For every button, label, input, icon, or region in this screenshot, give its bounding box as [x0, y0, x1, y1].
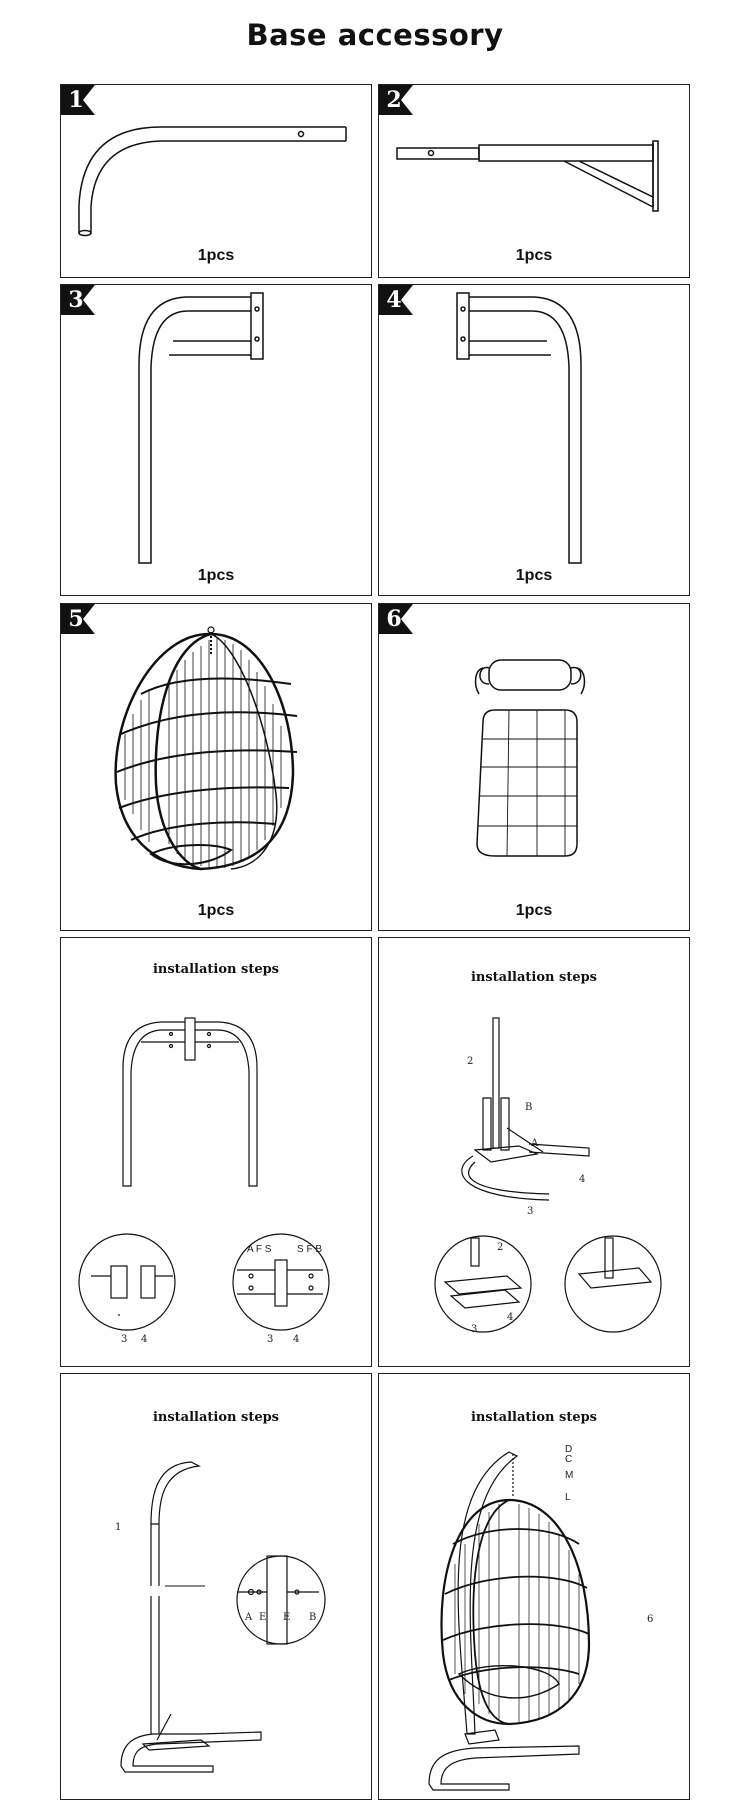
fastener-label: S F B: [297, 1244, 323, 1255]
part-label: 2: [467, 1056, 474, 1067]
part-label: M: [565, 1470, 574, 1481]
part-label: 3: [267, 1334, 274, 1345]
part-number-badge: 6: [379, 604, 413, 634]
installation-step-4: installation steps D C M L: [378, 1373, 690, 1800]
installation-step-1: installation steps 3 4 A F S S F B 3 4: [60, 937, 372, 1367]
step-title: installation steps: [470, 970, 598, 985]
complete-chair-drawing: [428, 1451, 591, 1791]
egg-chair-drawing: [114, 626, 298, 871]
stand-base-drawing: [434, 1017, 662, 1333]
part-number-badge: 4: [379, 285, 413, 315]
part-label: A: [245, 1612, 253, 1623]
part-label: D: [565, 1444, 573, 1455]
accessory-panel-2: 2 1pcs: [378, 84, 690, 278]
part-label: 4: [141, 1334, 148, 1345]
accessory-panel-1: 1 1pcs: [60, 84, 372, 278]
frame-assembly-drawing: [78, 1017, 330, 1331]
fastener-label: A F S: [247, 1244, 272, 1255]
accessory-panel-6: 6 1pcs: [378, 603, 690, 931]
pole-assembly-drawing: [120, 1461, 326, 1773]
part-label: 4: [293, 1334, 300, 1345]
part-label: B: [309, 1612, 317, 1623]
accessory-panel-5: 5 1pcs: [60, 603, 372, 931]
bracket-arm-drawing: [396, 140, 659, 212]
quantity-label: 1pcs: [197, 247, 235, 264]
part-label: L: [565, 1492, 571, 1503]
cushion-drawing: [474, 659, 586, 857]
quantity-label: 1pcs: [197, 567, 235, 584]
part-label: 2: [497, 1242, 504, 1253]
accessory-panel-3: 3 1pcs: [60, 284, 372, 596]
installation-step-2: installation steps 2 B A 4 3 2 3 4: [378, 937, 690, 1367]
part-label: E: [283, 1612, 291, 1623]
quantity-label: 1pcs: [197, 902, 235, 919]
left-arch-drawing: [138, 292, 264, 564]
part-label: 3: [527, 1206, 534, 1217]
quantity-label: 1pcs: [515, 567, 553, 584]
step-title: installation steps: [470, 1410, 598, 1425]
installation-step-3: installation steps 1 A E E B: [60, 1373, 372, 1800]
part-number-badge: 5: [61, 604, 95, 634]
part-label: E: [259, 1612, 267, 1623]
part-label: 4: [579, 1174, 586, 1185]
part-label: 4: [507, 1312, 514, 1323]
quantity-label: 1pcs: [515, 902, 553, 919]
part-label: B: [525, 1102, 533, 1113]
part-label: C: [565, 1454, 573, 1465]
part-label: 3: [121, 1334, 128, 1345]
part-number-badge: 1: [61, 85, 95, 115]
step-title: installation steps: [152, 962, 280, 977]
part-label: 3: [471, 1324, 478, 1335]
part-label: A: [531, 1138, 539, 1149]
right-arch-drawing: [456, 292, 582, 564]
part-number-badge: 2: [379, 85, 413, 115]
step-title: installation steps: [152, 1410, 280, 1425]
quantity-label: 1pcs: [515, 247, 553, 264]
accessory-panel-4: 4 1pcs: [378, 284, 690, 596]
page-title: Base accessory: [246, 18, 504, 52]
part-label: 1: [115, 1522, 122, 1533]
part-number-badge: 3: [61, 285, 95, 315]
curved-arm-drawing: [78, 126, 347, 237]
part-label: 6: [647, 1614, 654, 1625]
